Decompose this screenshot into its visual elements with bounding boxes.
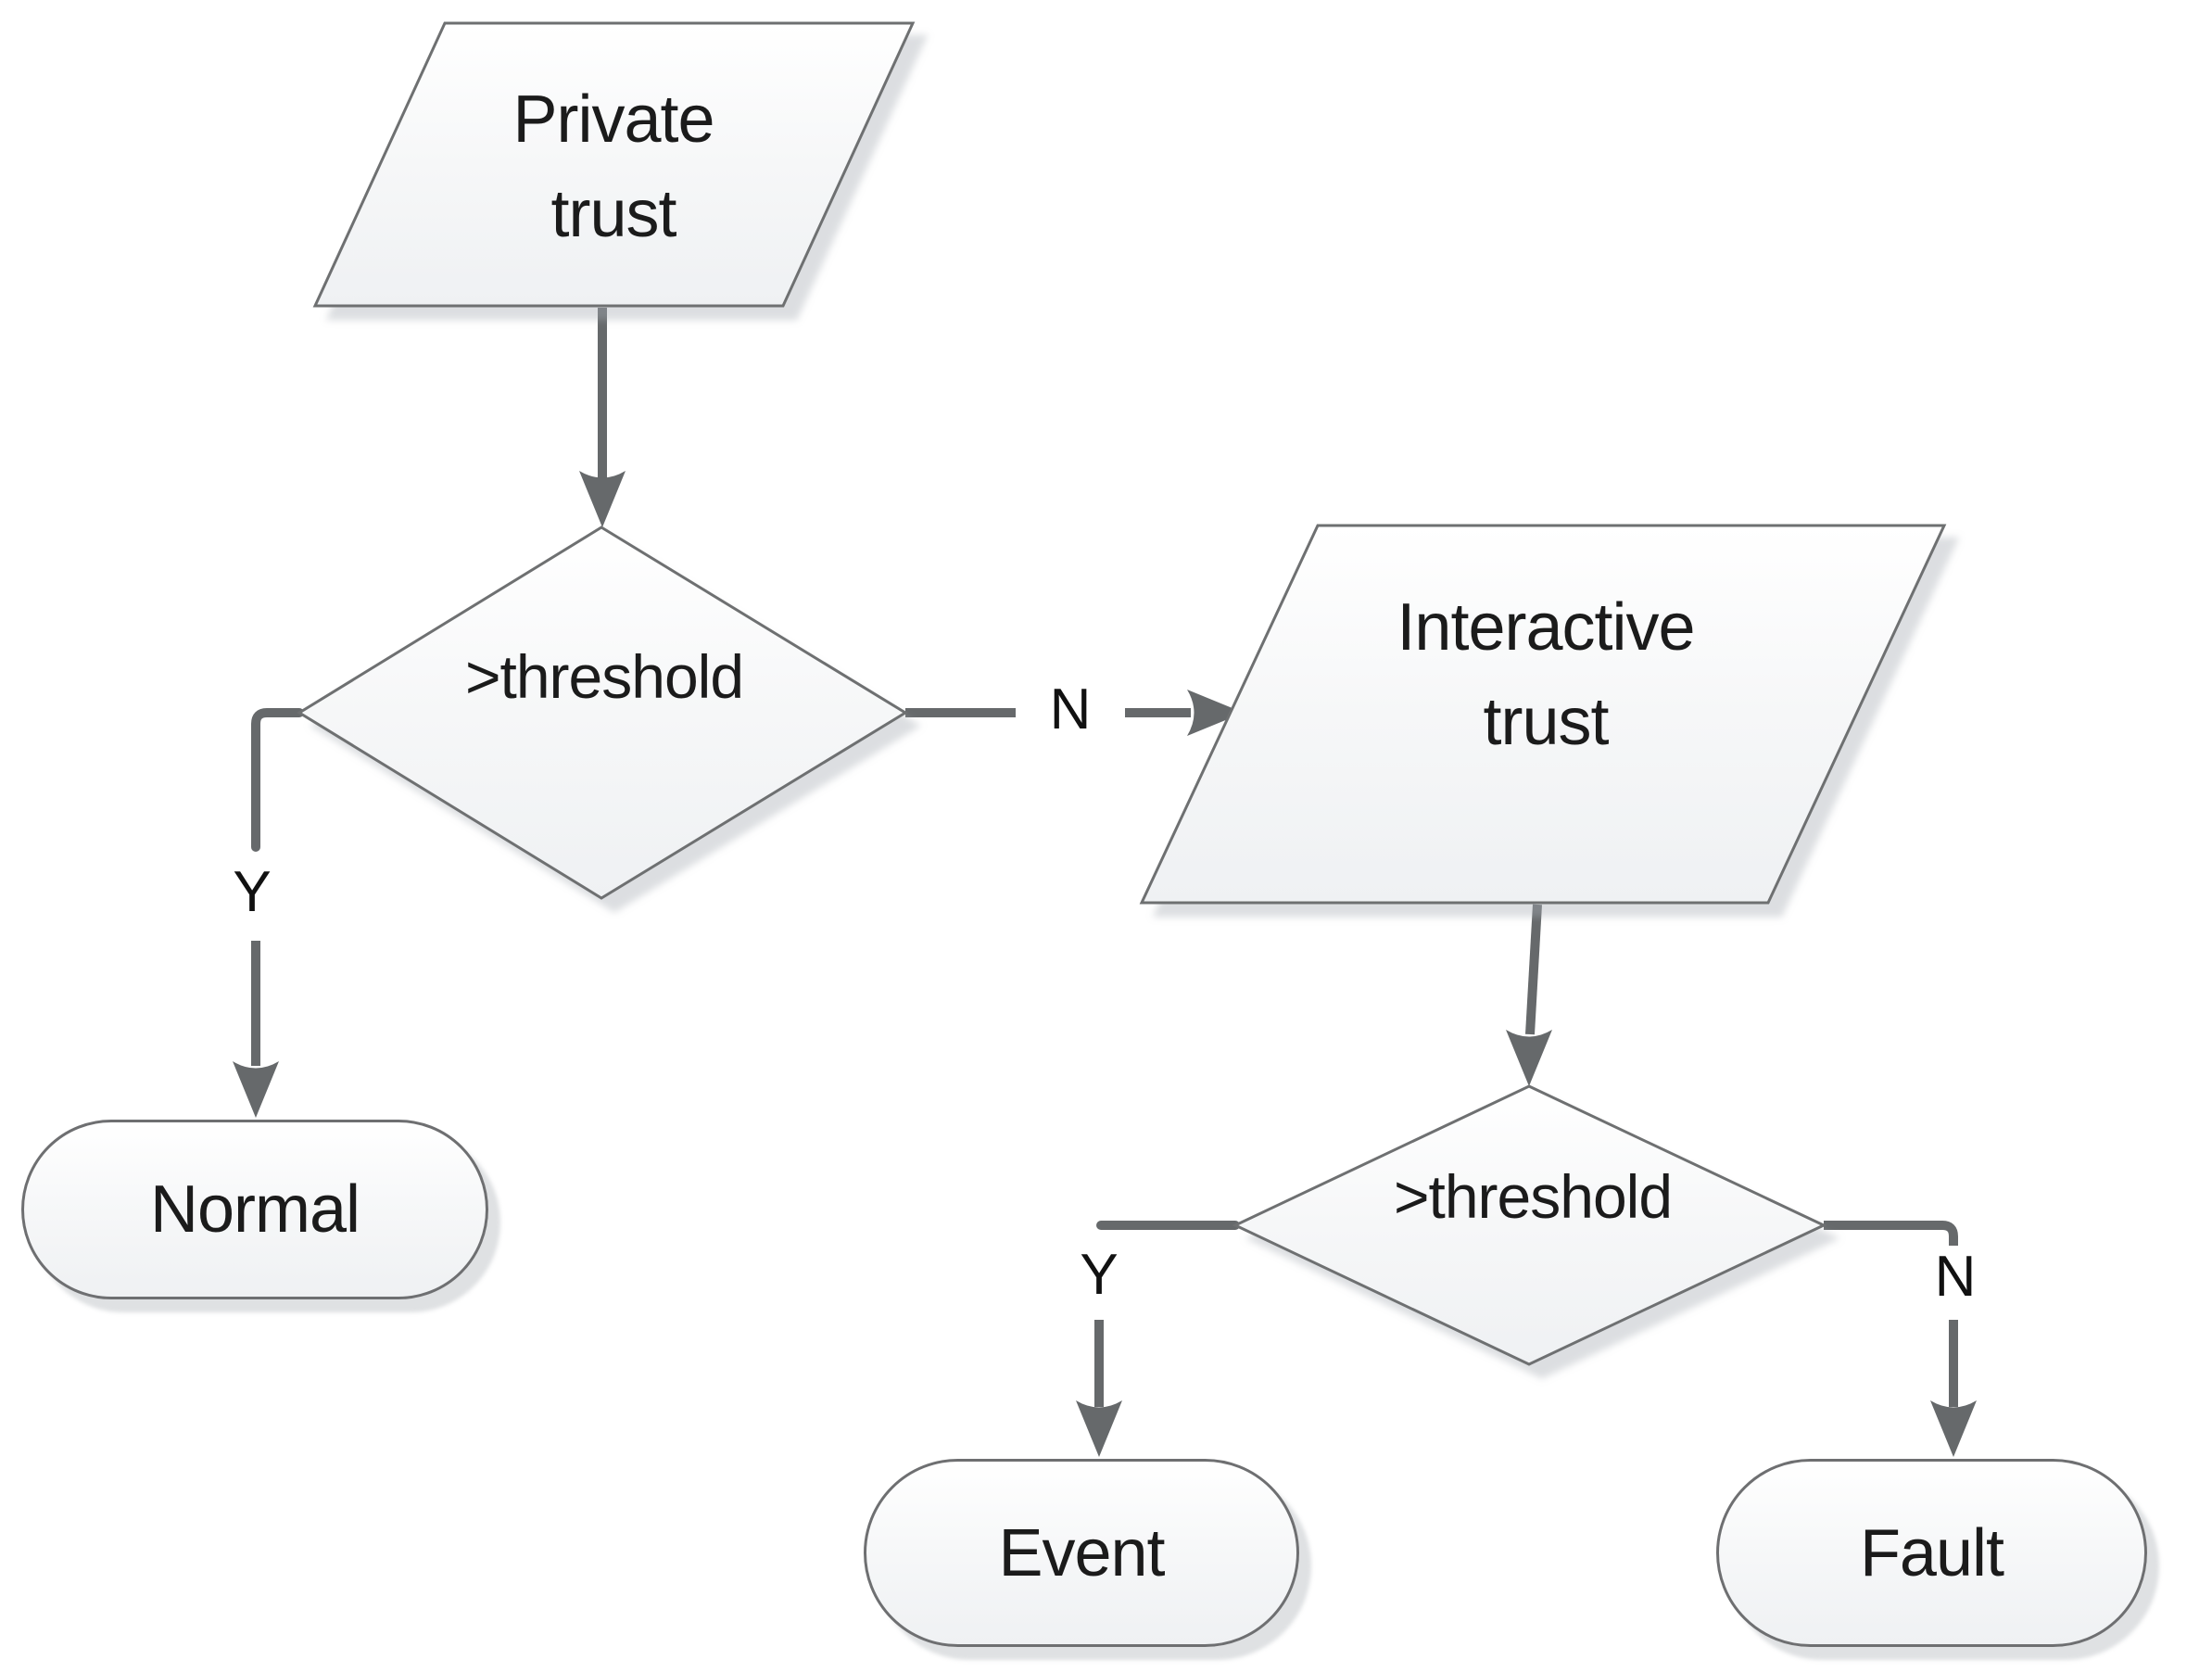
event-label: Event [998, 1515, 1165, 1590]
private-trust-shape [312, 21, 916, 308]
fault-terminator-node: Fault [1716, 1459, 2147, 1647]
private-threshold-label: >threshold [464, 642, 744, 711]
edge-threshold1-yes-line-top [251, 708, 304, 852]
edge-threshold2-no-line-top [1824, 1221, 1958, 1246]
private-threshold-decision-shape [297, 526, 908, 900]
fault-label: Fault [1859, 1515, 2004, 1590]
threshold2-yes-branch-label: Y [1070, 1245, 1128, 1306]
normal-terminator-node: Normal [21, 1120, 488, 1299]
edge-threshold2-no-arrowhead [1930, 1400, 1977, 1457]
interactive-trust-label: Interactive trust [1397, 590, 1695, 759]
interactive-threshold-decision-shape [1232, 1084, 1827, 1366]
edge-interactive-to-threshold-arrowhead [1506, 1030, 1552, 1086]
normal-label: Normal [149, 1172, 360, 1247]
edge-interactive-to-threshold-line [1525, 904, 1542, 1035]
private-trust-label: Private trust [512, 82, 714, 251]
edge-threshold1-no-arrowhead [1187, 690, 1244, 736]
threshold1-yes-branch-label: Y [223, 862, 281, 923]
event-terminator-node: Event [864, 1459, 1299, 1647]
threshold1-no-branch-label: N [1040, 679, 1101, 741]
interactive-threshold-label: >threshold [1393, 1162, 1673, 1231]
threshold2-no-branch-label: N [1925, 1247, 1986, 1308]
edge-threshold1-yes-arrowhead [233, 1061, 279, 1118]
edge-private-to-threshold-arrowhead [579, 471, 626, 527]
interactive-trust-shape [1139, 524, 1947, 905]
edge-threshold2-yes-arrowhead [1076, 1400, 1122, 1457]
